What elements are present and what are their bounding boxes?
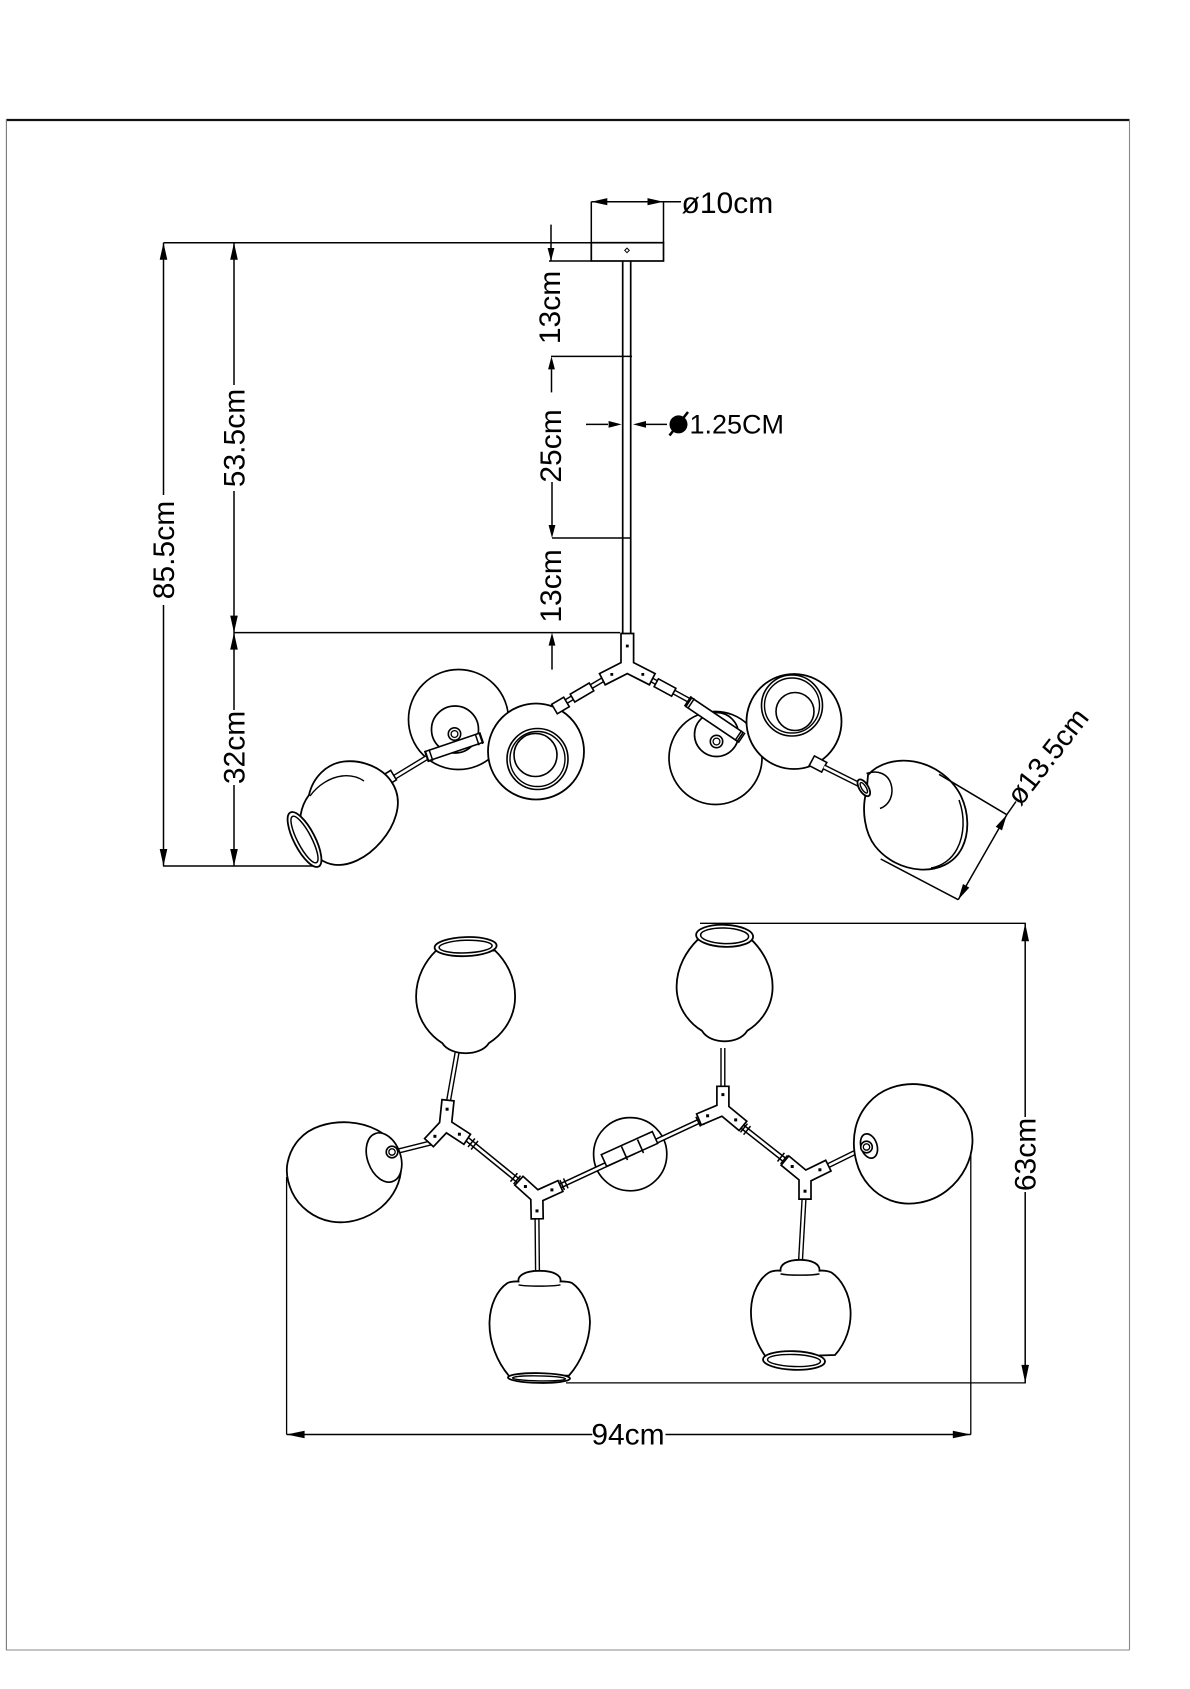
svg-text:13cm: 13cm <box>535 549 568 622</box>
svg-text:ø10cm: ø10cm <box>682 187 774 220</box>
svg-text:94cm: 94cm <box>591 1419 664 1452</box>
svg-text:13cm: 13cm <box>534 271 567 344</box>
svg-text:1.25CM: 1.25CM <box>690 409 785 439</box>
svg-text:25cm: 25cm <box>535 409 568 482</box>
svg-text:85.5cm: 85.5cm <box>148 501 181 599</box>
svg-text:32cm: 32cm <box>219 711 252 784</box>
svg-text:63cm: 63cm <box>1010 1118 1043 1191</box>
svg-text:53.5cm: 53.5cm <box>219 389 252 487</box>
svg-text:ø13.5cm: ø13.5cm <box>1001 703 1096 812</box>
